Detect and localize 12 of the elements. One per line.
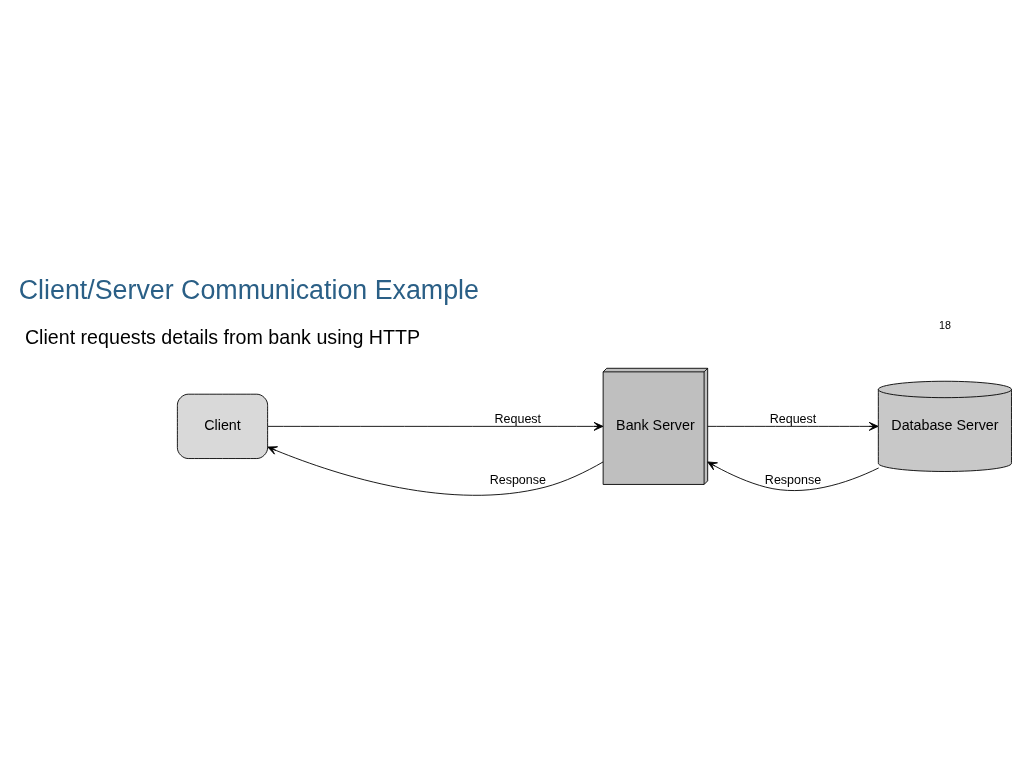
arrow — [267, 445, 604, 496]
arrow — [267, 421, 604, 431]
diagram-title: Client/Server Communication Example — [18, 274, 479, 305]
arrow — [707, 421, 879, 431]
edge-label: Request — [494, 411, 542, 426]
edge-label: Response — [489, 472, 546, 487]
edge-label: Request — [769, 411, 817, 426]
label: 18 — [938, 318, 951, 331]
label: Client requests details from bank using HTTP — [24, 325, 421, 348]
edge-label: Response — [764, 472, 822, 487]
arrow — [707, 461, 880, 491]
node-box: Client — [176, 393, 269, 459]
